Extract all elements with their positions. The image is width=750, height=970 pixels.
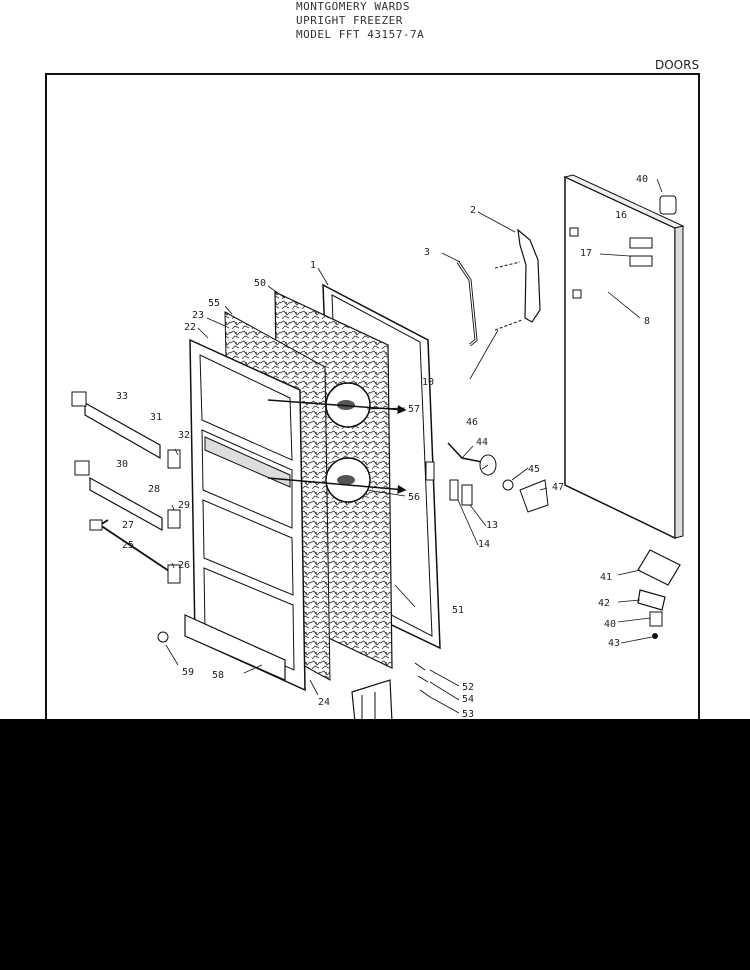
section-label: DOORS [655,58,700,72]
leader-lines [165,178,663,714]
callout-53: 53 [462,709,474,720]
callout-24: 24 [318,697,330,708]
callout-31: 31 [150,412,162,423]
callout-32: 32 [178,430,190,441]
callout-42: 42 [598,598,610,609]
callout-25: 25 [122,540,134,551]
callout-8: 8 [644,316,650,327]
callout-17: 17 [580,248,592,259]
callout-55: 55 [208,298,220,309]
door-handle [456,228,541,347]
callout-22: 22 [184,322,196,333]
callout-10: 10 [422,377,434,388]
callout-1: 1 [310,260,316,271]
callout-44: 44 [476,437,488,448]
inner-door-liner [189,311,331,692]
hinge-assembly [637,195,681,639]
callout-57: 57 [408,404,420,415]
callout-23: 23 [192,310,204,321]
diagram-header: MONTGOMERY WARDS UPRIGHT FREEZER MODEL F… [296,0,496,42]
callout-52: 52 [462,682,474,693]
callout-46: 46 [466,417,478,428]
callout-43: 43 [608,638,620,649]
callout-51: 51 [452,605,464,616]
callout-45: 45 [528,464,540,475]
callout-54: 54 [462,694,474,705]
callout-59: 59 [182,667,194,678]
badge [629,255,653,267]
callout-56: 56 [408,492,420,503]
callout-41: 41 [600,572,612,583]
callout-40-bottom: 40 [604,619,616,630]
callout-50: 50 [254,278,266,289]
top-hinge-bushing [659,195,677,215]
callout-27: 27 [122,520,134,531]
callout-16: 16 [615,210,627,221]
bottom-trim [157,614,286,681]
callout-47: 47 [552,482,564,493]
callout-30: 30 [116,459,128,470]
latch-assembly [447,442,549,513]
detail-circles [267,382,407,503]
header-product: UPRIGHT FREEZER [296,14,403,27]
callout-13: 13 [486,520,498,531]
callout-28: 28 [148,484,160,495]
callout-3: 3 [424,247,430,258]
header-model: MODEL FFT 43157-7A [296,28,425,41]
outer-door-panel [563,174,685,540]
header-brand: MONTGOMERY WARDS [296,0,410,13]
blacked-out-region [0,719,750,970]
callout-58: 58 [212,670,224,681]
nameplate [629,237,653,249]
callout-26: 26 [178,560,190,571]
callout-labels: 1 2 3 8 10 13 14 16 17 22 23 24 25 26 27… [116,174,650,720]
callout-29: 29 [178,500,190,511]
callout-33: 33 [116,391,128,402]
diagram-frame [45,73,700,733]
callout-40-top: 40 [636,174,648,185]
door-shelf-bars [71,391,181,584]
callout-14: 14 [478,539,490,550]
bottom-hinge-block [351,662,431,723]
callout-2: 2 [470,205,476,216]
